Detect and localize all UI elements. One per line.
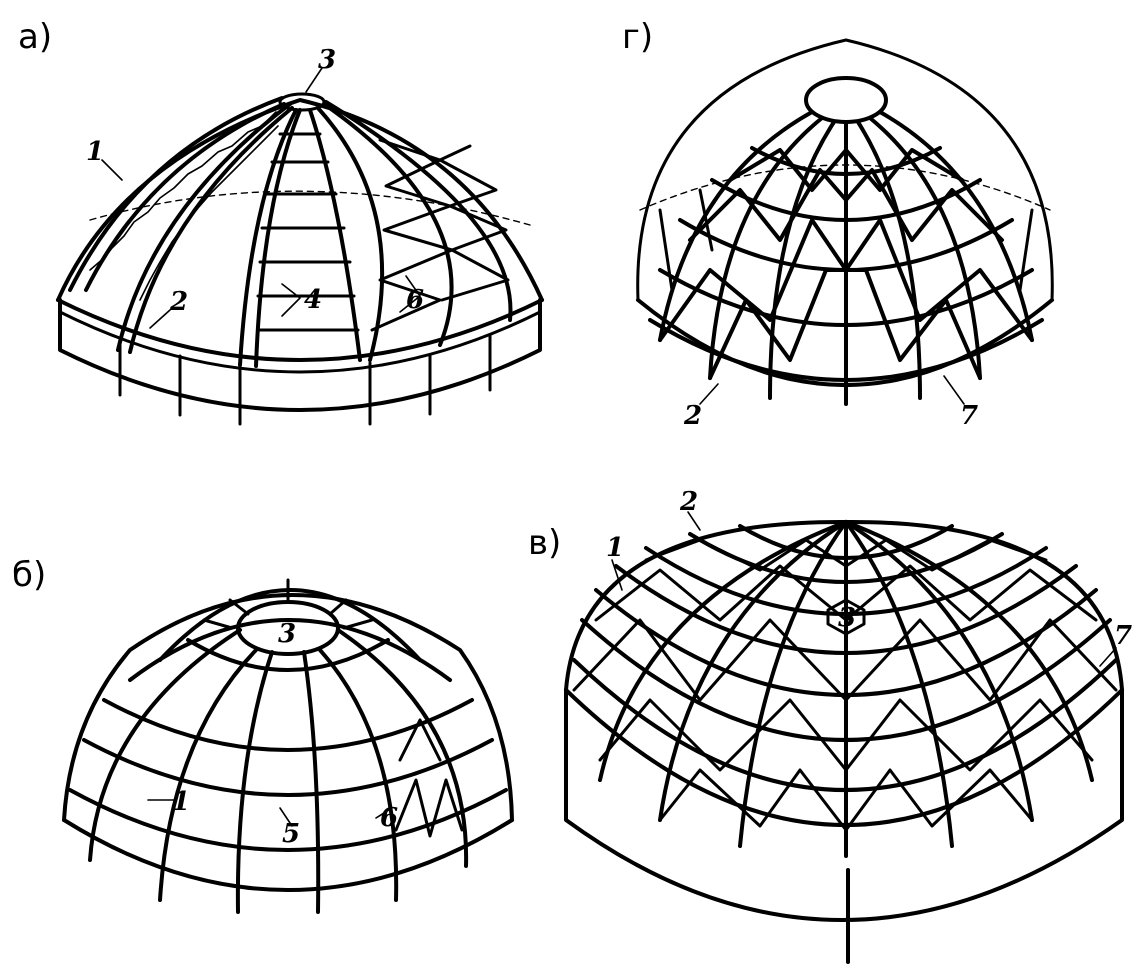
callout-leader	[305, 67, 323, 93]
dome-b-ring	[128, 618, 452, 682]
dome-g-shell	[636, 38, 1054, 302]
dome-a-rib	[322, 102, 454, 347]
dome-b-ring	[186, 638, 390, 672]
dome-a-ring-inner	[58, 310, 542, 374]
dome-b-rib	[88, 628, 242, 862]
dome-a-truss-lacing	[139, 125, 279, 301]
dome-g-rib	[856, 120, 922, 400]
callout-g-7: 7	[960, 401, 978, 431]
callout-a-6: 6	[406, 285, 424, 315]
callout-v-3: 3	[838, 603, 856, 633]
dome-v-grid	[844, 520, 1094, 782]
dome-b-ring	[82, 738, 494, 797]
dome-a-truss-rib	[68, 96, 284, 292]
dome-v-grid	[844, 520, 954, 848]
panel-label-v: в)	[528, 523, 561, 563]
dome-g-rib	[658, 110, 814, 342]
dome-g-crown	[804, 76, 888, 124]
callout-leader	[687, 511, 701, 531]
callout-a-2: 2	[169, 287, 188, 317]
callout-b-6: 6	[380, 803, 398, 833]
dome-v-grid	[738, 520, 848, 848]
dome-a-bracing	[370, 138, 454, 332]
dome-g-diagonals	[708, 268, 982, 380]
dome-a-rib	[116, 102, 292, 352]
panel-v-lattice-dome: в) 1 2 3	[528, 487, 1132, 964]
callout-v-2: 2	[679, 487, 698, 517]
dome-a-truss-lacing	[89, 111, 277, 271]
callout-leader	[399, 275, 421, 313]
dome-v-diagonals	[598, 698, 1094, 772]
dome-b-outline	[62, 593, 514, 822]
callout-leader	[101, 159, 123, 181]
callout-leader	[699, 383, 719, 405]
callout-leader	[375, 807, 393, 819]
callout-b-5: 5	[282, 819, 300, 849]
dome-a-rib	[308, 108, 362, 362]
dome-g-diagonals	[728, 148, 964, 192]
callout-leader	[149, 309, 171, 329]
dome-b-rib	[235, 650, 274, 914]
dome-b-rib	[302, 650, 321, 914]
panel-b-ribbed-ring-dome: б) 1 3 5 6	[12, 555, 514, 914]
dome-v-crown	[826, 598, 866, 636]
dome-a-outline	[56, 98, 544, 302]
callout-v-7: 7	[1114, 621, 1132, 651]
panel-g-lattice-dome: г) 2 7	[622, 17, 1054, 431]
dome-g-diagonals	[688, 168, 1004, 242]
dome-v-diagonals	[572, 618, 1118, 702]
dome-v-grid	[658, 520, 848, 822]
dome-a-rib	[316, 106, 385, 362]
dome-a-drum	[58, 298, 542, 412]
callout-a-1: 1	[86, 137, 104, 167]
dome-g-ring	[658, 268, 1034, 327]
callout-leader	[1099, 647, 1117, 667]
dome-g-rib	[708, 116, 824, 380]
dome-v-grid	[844, 520, 1034, 822]
panel-label-b: б)	[12, 555, 46, 595]
dome-b-crown-spokes	[202, 578, 374, 630]
dome-g-rib	[768, 120, 836, 400]
dome-b-upper-cap	[158, 588, 422, 662]
callout-leader	[611, 559, 623, 591]
callout-leader	[279, 807, 293, 827]
panel-label-a: а)	[18, 17, 52, 57]
callout-b-3: 3	[278, 619, 296, 649]
dome-g-ring	[750, 146, 942, 176]
callout-a-4: 4	[304, 285, 322, 315]
dome-a-rear-ring	[89, 190, 531, 226]
dome-v-drum	[564, 688, 1124, 922]
dome-b-rib	[336, 628, 469, 868]
dome-b-base-ring	[62, 818, 514, 892]
dome-v-grid	[598, 520, 848, 782]
callout-b-1: 1	[172, 787, 190, 817]
dome-g-ring	[648, 318, 1044, 382]
callout-leader	[281, 283, 301, 317]
dome-v-diagonals	[658, 768, 1034, 832]
dome-b-ring	[68, 788, 508, 852]
panel-label-g: г)	[622, 17, 653, 57]
dome-v-diagonals	[644, 538, 1048, 572]
dome-a-bracing	[438, 144, 510, 302]
dome-b-rib	[318, 648, 399, 902]
callout-a-3: 3	[318, 45, 336, 75]
callout-leader	[943, 375, 965, 405]
panel-a-ribbed-dome: а)	[18, 17, 544, 426]
callout-v-1: 1	[606, 533, 624, 563]
dome-b-rib	[158, 648, 258, 902]
dome-g-rib	[868, 116, 982, 380]
dome-b-bracing	[394, 778, 464, 838]
dome-v-diagonals	[594, 564, 1098, 622]
callout-g-2: 2	[683, 401, 702, 431]
dome-b-bracing	[398, 718, 442, 762]
dome-g-rib	[878, 110, 1034, 342]
dome-g-edge-bars	[658, 188, 1034, 292]
